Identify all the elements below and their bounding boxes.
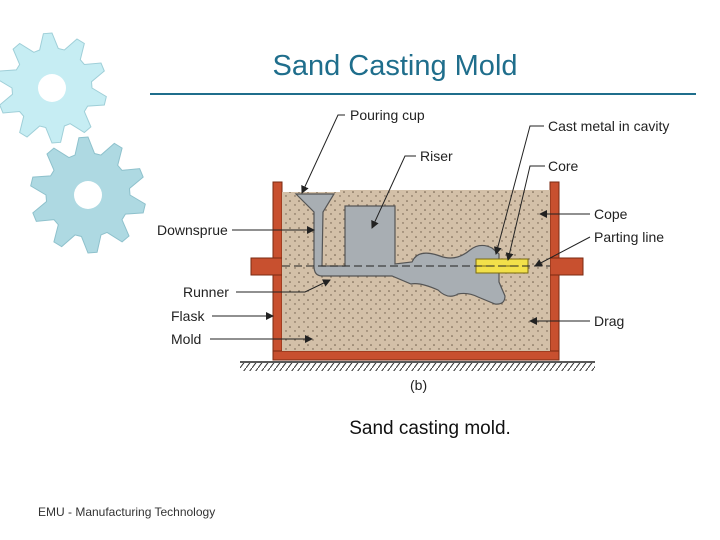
slide-title: Sand Casting Mold xyxy=(272,50,518,82)
label-core: Core xyxy=(548,158,579,174)
gear-icon xyxy=(0,32,107,144)
ground-hatch xyxy=(240,363,595,371)
leader-lines xyxy=(210,114,591,343)
label-riser: Riser xyxy=(420,148,453,164)
footer-text: EMU - Manufacturing Technology xyxy=(38,505,216,519)
label-pouring-cup: Pouring cup xyxy=(350,107,425,123)
label-flask: Flask xyxy=(171,308,205,324)
gear-icon xyxy=(30,136,146,254)
figure-caption: Sand casting mold. xyxy=(349,418,511,439)
label-parting-line: Parting line xyxy=(594,229,664,245)
title-divider xyxy=(150,93,696,95)
label-runner: Runner xyxy=(183,284,229,300)
label-downsprue: Downsprue xyxy=(157,222,228,238)
gears-decoration xyxy=(0,32,146,254)
diagram-sublabel: (b) xyxy=(410,377,427,393)
cast-metal-cavity xyxy=(294,193,506,305)
label-cast-metal: Cast metal in cavity xyxy=(548,118,669,134)
label-mold: Mold xyxy=(171,331,201,347)
label-drag: Drag xyxy=(594,313,624,329)
label-cope: Cope xyxy=(594,206,628,222)
